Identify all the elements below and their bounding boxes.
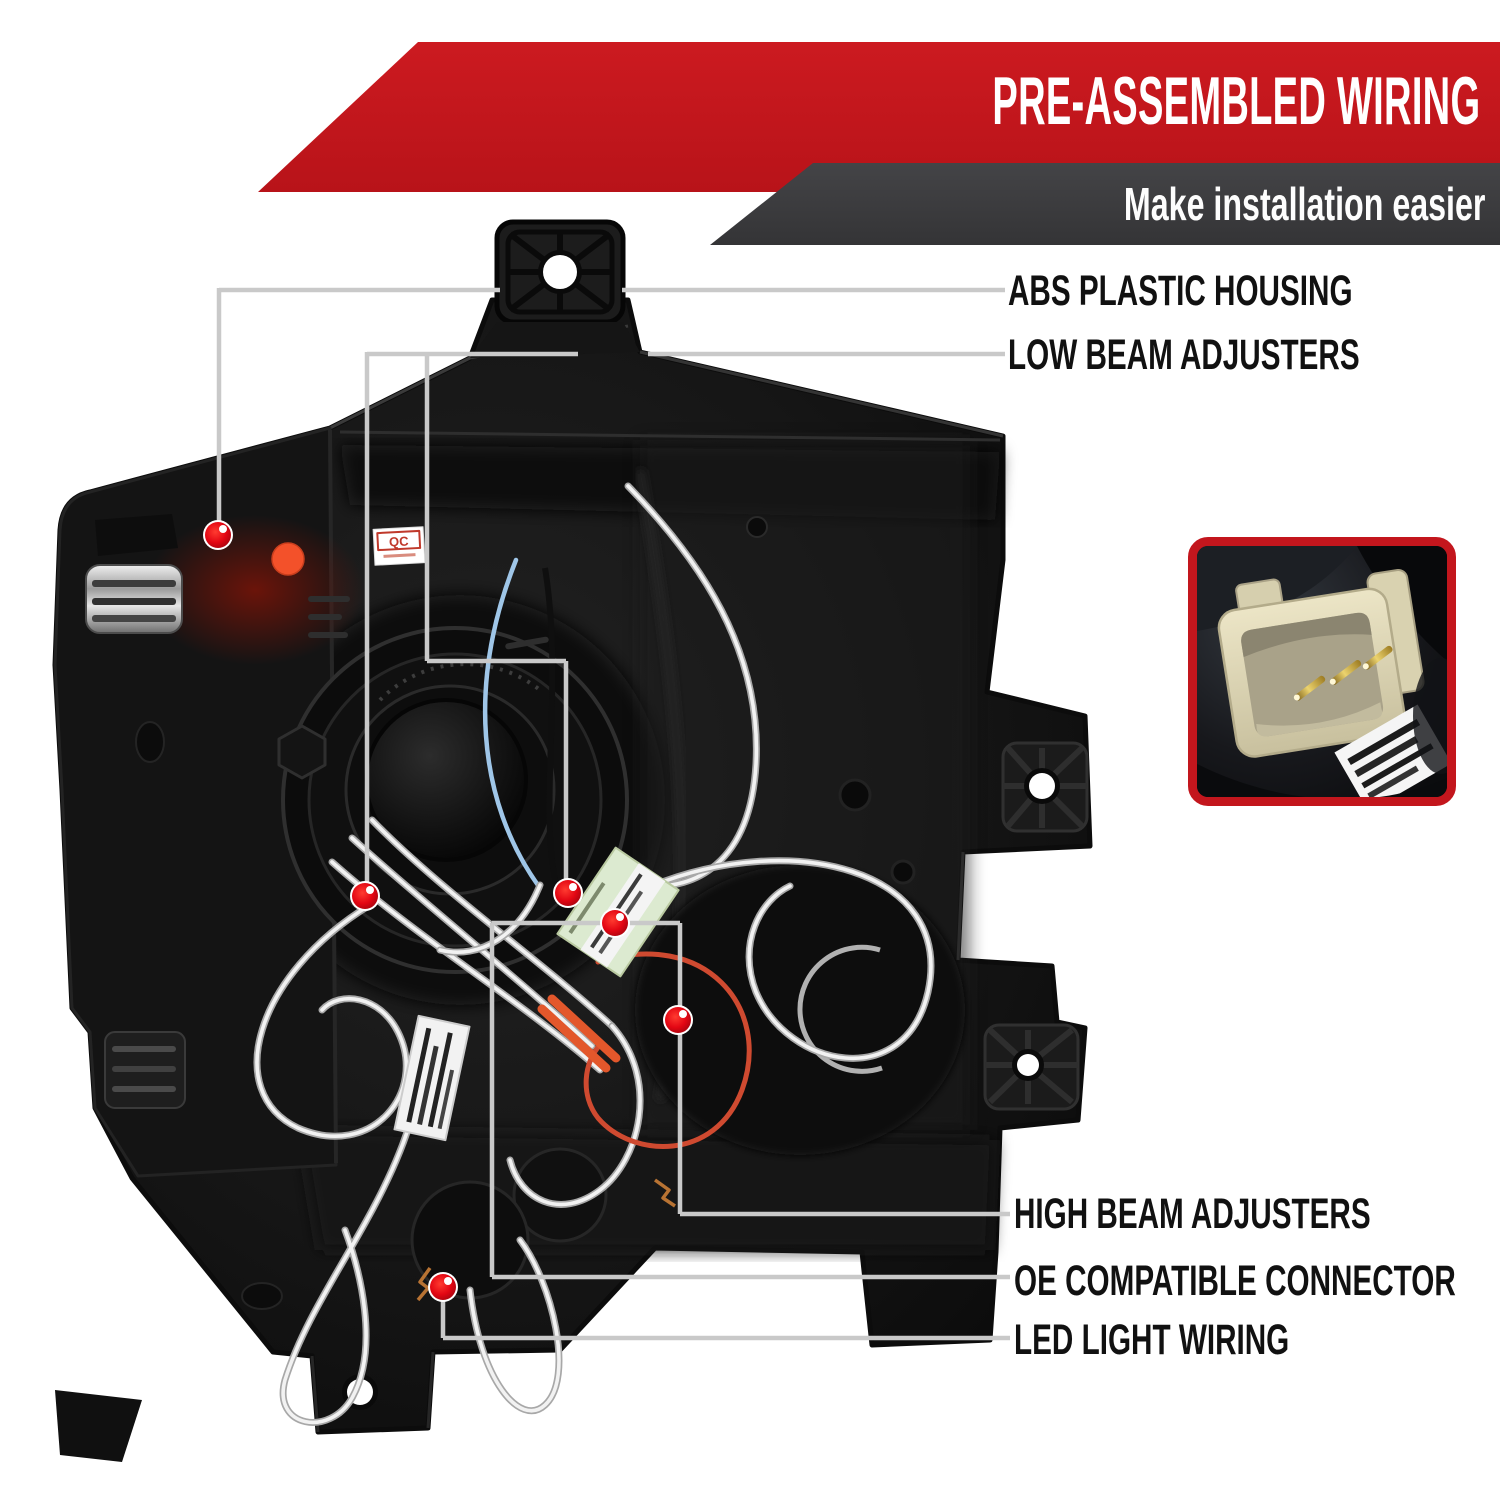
leader-high-beam xyxy=(677,923,1010,1217)
connector-pins xyxy=(1293,645,1393,701)
callout-dot xyxy=(663,1005,693,1035)
inset-connector-photo xyxy=(1188,537,1456,806)
leader-abs xyxy=(216,287,1005,528)
label-led-light-wiring: LED LIGHT WIRING xyxy=(1014,1316,1290,1364)
banner-subtitle: Make installation easier xyxy=(1123,178,1485,230)
callout-dot xyxy=(600,908,630,938)
orange-zip-tie xyxy=(537,994,621,1073)
label-low-beam-adjusters: LOW BEAM ADJUSTERS xyxy=(1008,331,1360,379)
qc-sticker-text: QC xyxy=(389,533,410,549)
banner-ribbons xyxy=(258,42,1500,245)
label-high-beam-adjusters: HIGH BEAM ADJUSTERS xyxy=(1014,1190,1371,1238)
leader-lines xyxy=(216,287,1010,1341)
orange-marker xyxy=(271,542,305,576)
wiring-harness xyxy=(257,486,931,1422)
callout-dot xyxy=(553,878,583,908)
amber-reflection xyxy=(145,515,365,665)
banner-red-ribbon xyxy=(258,42,1500,192)
embossed-text xyxy=(308,596,549,650)
banner-dark-ribbon xyxy=(710,163,1500,245)
upper-mount-pad xyxy=(1001,741,1089,833)
oe-connector-closeup xyxy=(1197,546,1447,797)
hex-adjuster xyxy=(277,724,327,780)
mount-hole xyxy=(1029,773,1055,799)
callout-dot xyxy=(428,1272,458,1302)
copper-wire-tips xyxy=(416,1178,676,1302)
label-abs-plastic-housing: ABS PLASTIC HOUSING xyxy=(1008,267,1353,315)
qc-sticker: QC xyxy=(372,526,426,566)
banner-title: PRE-ASSEMBLED WIRING xyxy=(992,63,1480,139)
headlight-housing: QC xyxy=(52,219,1093,1462)
callout-dot xyxy=(203,520,233,550)
callout-dot xyxy=(350,881,380,911)
label-oe-compatible-connector: OE COMPATIBLE CONNECTOR xyxy=(1014,1257,1456,1305)
barcode-sticker xyxy=(393,1014,471,1142)
black-clip xyxy=(95,514,178,556)
lower-mount-pad xyxy=(983,1023,1080,1111)
leader-low-beam xyxy=(364,351,1005,888)
top-mounting-tab xyxy=(470,219,640,358)
mount-hole xyxy=(1017,1054,1039,1076)
high-beam-recess xyxy=(410,865,965,1300)
tab-hole xyxy=(543,255,577,289)
red-wire xyxy=(583,951,752,1149)
connector-body xyxy=(1217,568,1425,758)
callout-dots xyxy=(203,520,693,1302)
leader-oe-connector xyxy=(489,920,1010,1280)
housing-foot xyxy=(55,1390,142,1462)
